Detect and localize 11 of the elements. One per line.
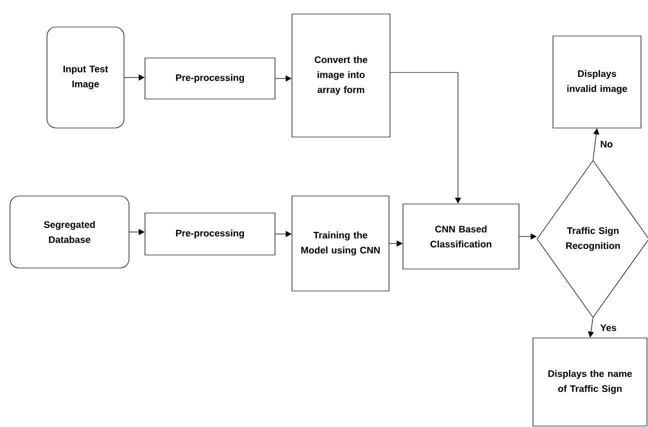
start-box: Input Test Image	[46, 26, 124, 128]
edge-label: Yes	[599, 323, 618, 332]
edge-label: No	[599, 140, 614, 148]
process-box: Displays the name of Traffic Sign	[532, 338, 648, 426]
process-box: Pre-processing	[144, 58, 276, 100]
start-box: Segregated Database	[10, 196, 130, 268]
process-box: Training the Model using CNN	[292, 196, 390, 292]
process-box: Convert the image into array form	[292, 14, 390, 138]
process-box: Pre-processing	[144, 212, 276, 256]
process-box: Displays invalid image	[552, 36, 642, 128]
process-box: CNN Based Classification	[402, 204, 520, 270]
